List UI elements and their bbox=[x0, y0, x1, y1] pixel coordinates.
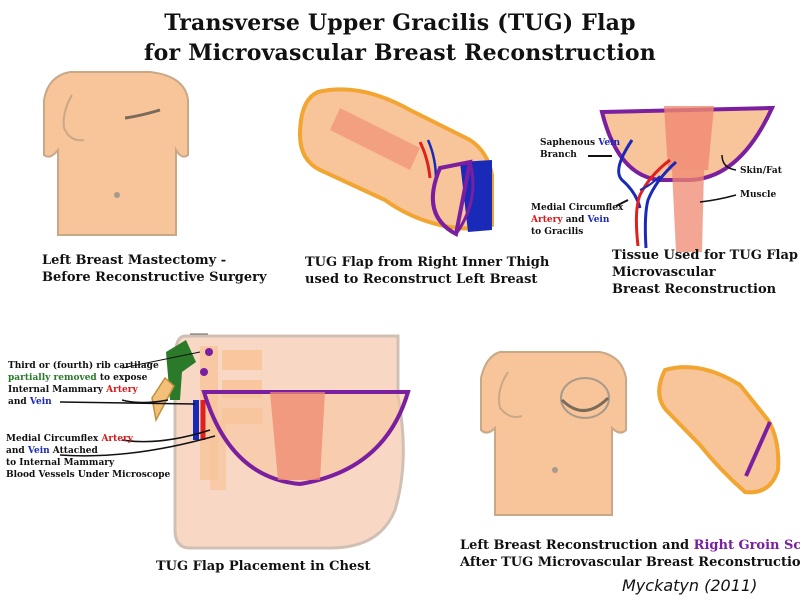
chest-caption: TUG Flap Placement in Chest bbox=[156, 559, 371, 574]
rib-label-2: partially removed to expose bbox=[8, 373, 148, 383]
mastectomy-scar bbox=[124, 108, 161, 120]
result-caption-2: After TUG Microvascular Breast Reconstru… bbox=[460, 555, 800, 570]
mastectomy-torso-illustration bbox=[43, 71, 189, 236]
mc-label-3: to Internal Mammary bbox=[6, 458, 115, 468]
circumflex-label-3: to Gracilis bbox=[531, 227, 584, 237]
circumflex-label-1: Medial Circumflex bbox=[531, 203, 624, 213]
rib-label-1: Third or (fourth) rib cartilage bbox=[8, 361, 159, 371]
thigh-caption-2: used to Reconstruct Left Breast bbox=[305, 272, 538, 287]
skin-fat-label: Skin/Fat bbox=[740, 166, 782, 176]
thigh-flap-illustration bbox=[297, 87, 494, 238]
mastectomy-caption-1: Left Breast Mastectomy - bbox=[42, 253, 227, 268]
chest-placement-illustration bbox=[59, 333, 411, 550]
rib-cartilage-piece bbox=[151, 376, 175, 423]
mc-label-2: and Vein Attached bbox=[6, 446, 98, 456]
reconstruction-result-torso bbox=[480, 351, 627, 516]
muscle-label: Muscle bbox=[740, 190, 777, 200]
mc-label-1: Medial Circumflex Artery bbox=[6, 434, 134, 444]
tissue-diagram bbox=[588, 105, 776, 252]
saphenous-vein-label-1: Saphenous Vein bbox=[540, 138, 621, 148]
title-line-2: for Microvascular Breast Reconstruction bbox=[144, 40, 656, 66]
groin-scar bbox=[744, 421, 772, 477]
signature: Myckatyn (2011) bbox=[622, 576, 758, 595]
muscle-pedicle bbox=[672, 170, 704, 252]
tissue-caption-2: Microvascular bbox=[612, 265, 716, 280]
navel bbox=[114, 192, 120, 198]
saphenous-vein-label-2: Branch bbox=[540, 150, 577, 160]
tissue-caption-1: Tissue Used for TUG Flap bbox=[612, 248, 798, 263]
circumflex-label-2: Artery and Vein bbox=[531, 215, 610, 225]
rib-label-3: Internal Mammary Artery bbox=[8, 385, 138, 395]
title-line-1: Transverse Upper Gracilis (TUG) Flap bbox=[164, 10, 636, 36]
mastectomy-caption-2: Before Reconstructive Surgery bbox=[42, 270, 267, 285]
result-caption-1: Left Breast Reconstruction and Right Gro… bbox=[460, 538, 800, 553]
thigh-caption-1: TUG Flap from Right Inner Thigh bbox=[305, 255, 550, 270]
tissue-caption-3: Breast Reconstruction bbox=[612, 282, 777, 297]
mc-label-4: Blood Vessels Under Microscope bbox=[6, 470, 171, 480]
groin-scar-thigh bbox=[657, 365, 781, 495]
rib-label-4: and Vein bbox=[8, 397, 52, 407]
